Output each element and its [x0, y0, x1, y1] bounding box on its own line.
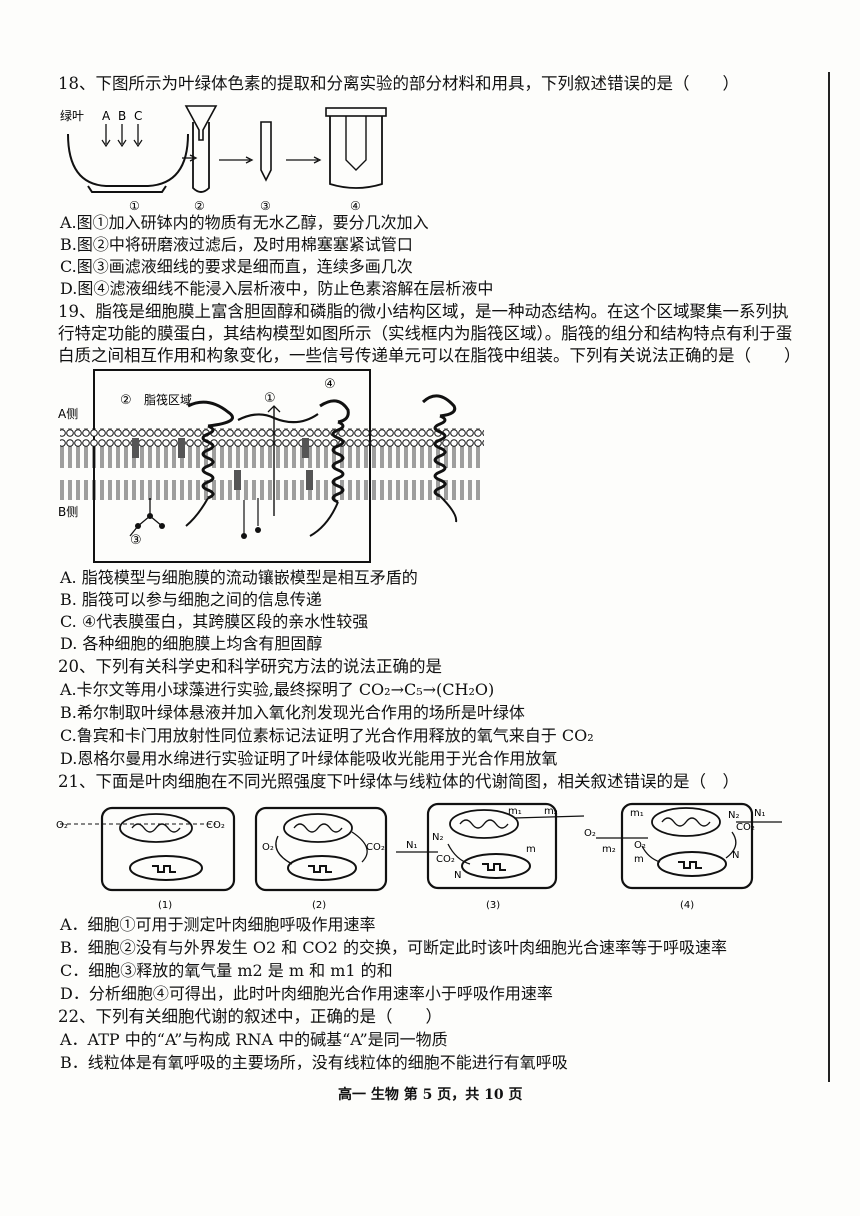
q18-option-a: A.图①加入研钵内的物质有无水乙醇，要分几次加入 — [60, 213, 429, 232]
q21-option-d: D．分析细胞④可得出，此时叶肉细胞光合作用速率小于呼吸作用速率 — [60, 984, 553, 1003]
q19-option-a: A. 脂筏模型与细胞膜的流动镶嵌模型是相互矛盾的 — [60, 568, 418, 587]
q18-fig-num-1: ① — [129, 199, 140, 212]
q21-c4-m2: m₂ — [602, 844, 616, 855]
q19-stem-line-1: 19、脂筏是细胞膜上富含胆固醇和磷脂的微小结构区域，是一种动态结构。在这个区域聚… — [58, 302, 789, 321]
q20-option-c: C.鲁宾和卡门用放射性同位素标记法证明了光合作用释放的氧气来自于 CO₂ — [60, 726, 594, 745]
q21-c3-m: m — [526, 844, 536, 855]
q19-stem-line-3: 白质之间相互作用和构象变化，一些信号传递单元可以在脂筏中组装。下列有关说法正确的… — [58, 346, 801, 365]
q19-side-a: A侧 — [58, 407, 78, 421]
q21-c4-o2: O₂ — [584, 828, 596, 839]
right-margin-line — [828, 72, 830, 1082]
cell-4 — [596, 802, 782, 890]
q21-c4-m1: m₁ — [630, 808, 644, 819]
q21-c4-n: N — [732, 850, 739, 861]
q18-label-b: B — [118, 109, 126, 123]
q21-option-a: A．细胞①可用于测定叶肉细胞呼吸作用速率 — [60, 915, 376, 934]
q21-c1-co2: CO₂ — [206, 820, 225, 831]
q21-c1-o2: O₂ — [56, 820, 68, 831]
q18-figure: 绿叶 A B C ① ② ③ ④ — [60, 105, 387, 212]
q20-stem: 20、下列有关科学史和科学研究方法的说法正确的是 — [58, 657, 442, 676]
cell-3 — [396, 802, 585, 890]
q19-side-b: B侧 — [58, 505, 78, 519]
q21-option-c: C．细胞③释放的氧气量 m2 是 m 和 m1 的和 — [60, 961, 393, 980]
q21-c3-n: N — [454, 870, 461, 881]
q21-c4-label: (4) — [680, 900, 694, 911]
q21-figure: O₂ CO₂ (1) O₂ CO₂ (2) m₁ m₂ N₁ N₂ CO₂ m … — [56, 802, 782, 911]
q21-c2-o2: O₂ — [262, 842, 274, 853]
q21-c3-label: (3) — [486, 900, 500, 911]
q21-c4-n1: N₁ — [754, 808, 766, 819]
q21-c3-n2: N₂ — [432, 832, 444, 843]
q21-c4-n2: N₂ — [728, 810, 740, 821]
q19-raft-label: 脂筏区域 — [144, 392, 192, 407]
q21-c4-m: m — [634, 854, 644, 865]
q20-option-d: D.恩格尔曼用水绵进行实验证明了叶绿体能吸收光能用于光合作用放氧 — [60, 749, 558, 768]
q18-label-c: C — [134, 109, 142, 123]
page-footer: 高一 生物 第 5 页，共 10 页 — [338, 1087, 523, 1103]
q20-option-b: B.希尔制取叶绿体悬液并加入氧化剂发现光合作用的场所是叶绿体 — [60, 703, 525, 722]
q18-option-b: B.图②中将研磨液过滤后，及时用棉塞塞紧试管口 — [60, 235, 413, 254]
q21-c3-co2: CO₂ — [436, 854, 455, 865]
q21-c3-m2: m₂ — [544, 806, 558, 817]
cell-2 — [254, 806, 388, 892]
q19-num-3: ③ — [130, 533, 142, 548]
q18-option-c: C.图③画滤液细线的要求是细而直，连续多画几次 — [60, 257, 413, 276]
q18-stem: 18、下图所示为叶绿体色素的提取和分离实验的部分材料和用具，下列叙述错误的是（ … — [58, 74, 739, 93]
q19-stem-line-2: 行特定功能的膜蛋白，其结构模型如图所示（实线框内为脂筏区域）。脂筏的组分和结构特… — [58, 324, 793, 343]
q21-c4-co2: CO₂ — [736, 822, 755, 833]
q21-c2-co2: CO₂ — [366, 842, 385, 853]
q18-label-a: A — [102, 109, 111, 123]
q21-option-b: B．细胞②没有与外界发生 O2 和 CO2 的交换，可断定此时该叶肉细胞光合速率… — [60, 938, 727, 957]
q21-c2-label: (2) — [312, 900, 326, 911]
q21-c3-m1: m₁ — [508, 806, 522, 817]
q18-label-leaf: 绿叶 — [60, 108, 84, 123]
q19-option-c: C. ④代表膜蛋白，其跨膜区段的亲水性较强 — [60, 612, 369, 631]
q18-fig-num-3: ③ — [260, 199, 271, 212]
q18-fig-num-4: ④ — [350, 199, 361, 212]
q19-num-4: ④ — [324, 377, 336, 392]
q19-option-b: B. 脂筏可以参与细胞之间的信息传递 — [60, 590, 322, 609]
q19-num-1: ① — [264, 391, 276, 406]
q21-stem: 21、下面是叶肉细胞在不同光照强度下叶绿体与线粒体的代谢简图，相关叙述错误的是（… — [58, 772, 739, 791]
q21-c3-n1: N₁ — [406, 840, 418, 851]
q22-option-b: B．线粒体是有氧呼吸的主要场所，没有线粒体的细胞不能进行有氧呼吸 — [60, 1053, 568, 1072]
cell-1 — [60, 806, 236, 892]
q19-membrane-figure: A侧 B侧 ② 脂筏区域 ① ④ ③ — [58, 369, 484, 563]
q18-fig-num-2: ② — [194, 199, 205, 212]
q22-stem: 22、下列有关细胞代谢的叙述中，正确的是（ ） — [58, 1007, 442, 1026]
q18-option-d: D.图④滤液细线不能浸入层析液中，防止色素溶解在层析液中 — [60, 279, 494, 298]
q21-c4-o2-in: O₂ — [634, 840, 646, 851]
q19-option-d: D. 各种细胞的细胞膜上均含有胆固醇 — [60, 634, 323, 653]
q20-option-a: A.卡尔文等用小球藻进行实验,最终探明了 CO₂→C₅→(CH₂O) — [60, 680, 495, 699]
q21-c1-label: (1) — [158, 900, 172, 911]
q22-option-a: A．ATP 中的“A”与构成 RNA 中的碱基“A”是同一物质 — [60, 1030, 448, 1049]
q19-num-2: ② — [120, 393, 132, 408]
